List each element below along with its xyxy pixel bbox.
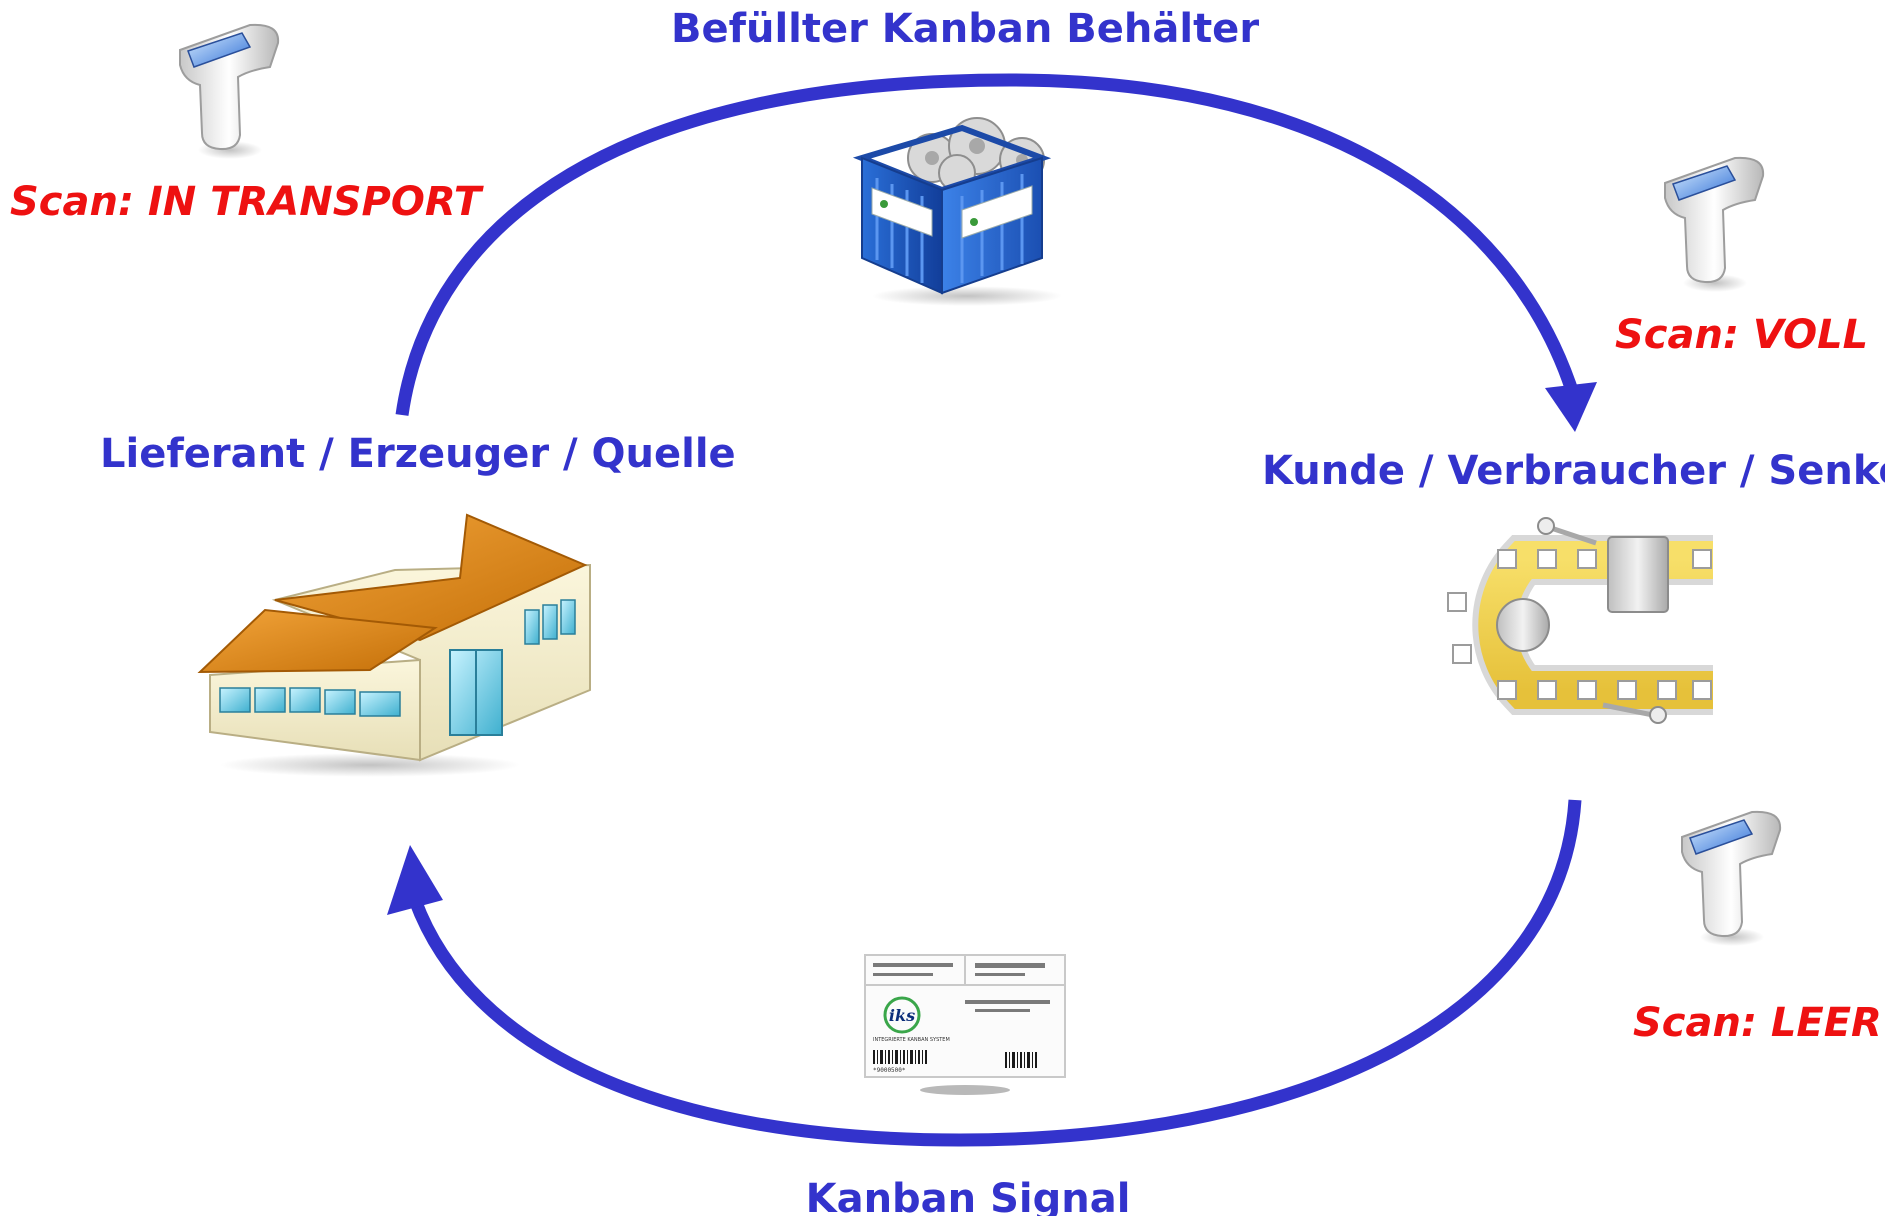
barcode-left bbox=[873, 1050, 927, 1064]
scan-label-leer: Scan: LEER bbox=[1633, 1000, 1882, 1046]
scan-label-voll: Scan: VOLL bbox=[1615, 312, 1868, 358]
card-subtitle-text: INTEGRIERTE KANBAN SYSTEM bbox=[873, 1037, 950, 1043]
kanban-card-icon: iks INTEGRIERTE KANBAN SYSTEM *9000500* bbox=[864, 954, 1066, 1095]
factory-building-icon bbox=[197, 513, 591, 777]
barcode-scanner-icon bbox=[1681, 810, 1782, 946]
label-right: Kunde / Verbraucher / Senke bbox=[1262, 448, 1885, 494]
barcode-scanner-icon bbox=[179, 23, 280, 159]
conveyor-belt-icon bbox=[1447, 517, 1713, 724]
cycle-arrows bbox=[387, 73, 1597, 1147]
arrow-top-arc bbox=[395, 73, 1582, 416]
scan-label-in-transport: Scan: IN TRANSPORT bbox=[10, 179, 484, 225]
arrow-bottom-arc bbox=[408, 799, 1582, 1147]
label-left: Lieferant / Erzeuger / Quelle bbox=[100, 431, 736, 477]
arrow-head-left bbox=[387, 845, 443, 915]
arrow-head-right bbox=[1545, 382, 1597, 432]
label-top: Befüllter Kanban Behälter bbox=[671, 6, 1259, 52]
kanban-container-icon bbox=[852, 117, 1062, 306]
label-bottom: Kanban Signal bbox=[806, 1176, 1131, 1216]
card-logo-text: iks bbox=[889, 1006, 915, 1025]
card-code-text: *9000500* bbox=[873, 1067, 906, 1074]
barcode-scanner-icon bbox=[1664, 156, 1765, 292]
barcode-right bbox=[1005, 1052, 1037, 1068]
